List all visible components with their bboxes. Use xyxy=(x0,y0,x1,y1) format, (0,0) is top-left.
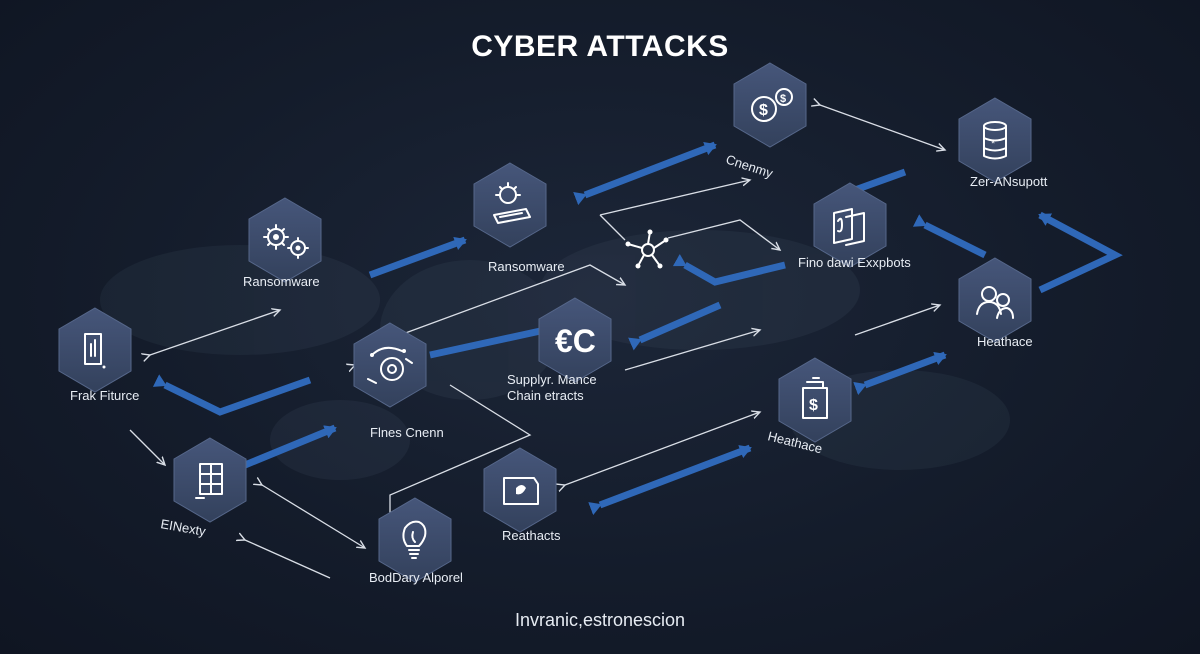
blue-arrow xyxy=(672,253,786,286)
blue-arrow xyxy=(368,236,467,279)
node-label: BodDary Alporel xyxy=(369,570,463,585)
hexagon-tile xyxy=(733,62,807,148)
dollar-document-icon: $ xyxy=(802,377,828,419)
node-label: Heathace xyxy=(977,334,1033,349)
gear-chain-icon xyxy=(367,346,413,384)
thin-arrow xyxy=(599,214,626,241)
hexagon-tile xyxy=(378,497,452,583)
bug-monitor-icon xyxy=(493,182,531,224)
attack-nodes: Ransomware Ransomware $ xyxy=(58,62,1048,585)
blue-arrow xyxy=(1038,211,1123,294)
thin-arrow xyxy=(565,412,760,485)
node-label: Frak Fiturce xyxy=(70,388,139,403)
node-ransomware-left[interactable]: Ransomware xyxy=(243,197,322,289)
blue-arrow xyxy=(628,301,722,351)
blue-arrow xyxy=(573,141,717,206)
node-label: Ransomware xyxy=(243,274,320,289)
node-zero-day[interactable]: * Zer-ANsupott xyxy=(958,97,1048,189)
thin-arrow xyxy=(399,264,625,336)
euro-c-icon: €C xyxy=(555,323,596,359)
node-label: Fino dawi Exxpbots xyxy=(798,255,911,270)
coins-icon: $ $ xyxy=(751,88,793,122)
hexagon-tile xyxy=(813,182,887,268)
blue-arrow xyxy=(588,444,752,516)
network-hub-icon xyxy=(625,229,669,269)
blue-arrow xyxy=(912,214,987,259)
gears-icon xyxy=(263,224,309,259)
hexagon-tile xyxy=(958,257,1032,343)
blue-arrow xyxy=(243,424,337,469)
blue-arrow xyxy=(853,351,947,396)
thin-arrow xyxy=(389,384,532,515)
thin-arrow xyxy=(820,105,945,150)
svg-text:$: $ xyxy=(780,93,786,105)
thin-arrow xyxy=(129,429,165,465)
node-ransomware-center[interactable]: Ransomware xyxy=(473,162,565,274)
node-exploits[interactable]: Fino dawi Exxpbots xyxy=(798,182,911,270)
documents-icon xyxy=(833,208,865,246)
node-fines-chain[interactable]: Flnes Cnenn xyxy=(353,322,444,440)
hexagon-tile xyxy=(538,297,612,383)
hexagon-tile xyxy=(248,197,322,283)
hexagon-tile xyxy=(473,162,547,248)
svg-text:$: $ xyxy=(759,102,768,119)
node-supply-chain[interactable]: €C Supplyr. Mance Chain etracts xyxy=(507,297,612,403)
svg-text:€C: €C xyxy=(555,323,596,359)
node-crypto-coins[interactable]: $ $ Cnenmy xyxy=(724,62,807,181)
svg-text:*: * xyxy=(991,138,996,150)
phone-icon xyxy=(84,333,106,369)
diagram-footer: Invranic,estronescion xyxy=(514,610,686,630)
thin-arrow xyxy=(150,310,280,355)
node-label: EINexty xyxy=(159,516,207,539)
node-healthcare-right[interactable]: Heathace xyxy=(958,257,1033,349)
svg-text:$: $ xyxy=(809,397,818,414)
node-label: Ransomware xyxy=(488,259,565,274)
node-label: Cnenmy xyxy=(724,152,775,181)
node-reathacts[interactable]: Reathacts xyxy=(483,447,561,543)
blue-arrow xyxy=(429,326,546,359)
thin-arrow xyxy=(854,305,940,336)
solar-panel-icon xyxy=(195,463,223,499)
thin-arrow xyxy=(599,180,750,216)
node-label: Supplyr. Mance xyxy=(507,372,597,387)
node-label: Reathacts xyxy=(502,528,561,543)
node-network-hub[interactable] xyxy=(625,229,669,269)
hexagon-tile xyxy=(778,357,852,443)
barrel-icon: * xyxy=(983,121,1007,160)
diagram-title: CYBER ATTACKS xyxy=(471,30,729,63)
node-energy[interactable]: EINexty xyxy=(159,437,247,539)
thin-arrow xyxy=(624,330,760,371)
node-label: Zer-ANsupott xyxy=(970,174,1048,189)
blue-arrow xyxy=(853,168,907,194)
blue-arrow xyxy=(152,374,312,416)
thin-arrow xyxy=(667,219,780,250)
node-bodyday[interactable]: BodDary Alporel xyxy=(369,497,463,585)
thin-arrow xyxy=(262,485,365,548)
node-fraud-finance[interactable]: Frak Fiturce xyxy=(58,307,139,403)
lightbulb-icon xyxy=(402,520,427,559)
card-reader-icon xyxy=(503,477,539,505)
thin-arrow xyxy=(245,540,331,579)
node-label-secondary: Chain etracts xyxy=(507,388,584,403)
node-label: Flnes Cnenn xyxy=(370,425,444,440)
user-silhouette-icon xyxy=(976,286,1014,319)
